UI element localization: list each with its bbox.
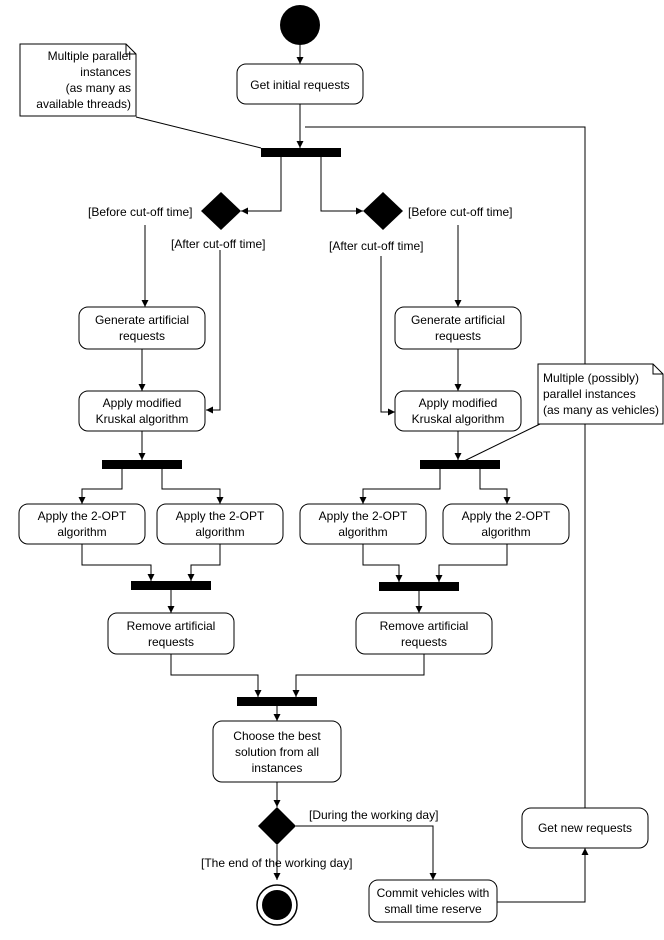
activity-label-line-2: algorithm bbox=[481, 525, 530, 539]
activity-label-line-1: Choose the best bbox=[233, 729, 321, 743]
edge-right-remove-to-final-join bbox=[292, 654, 425, 697]
decision-diamond-right bbox=[363, 192, 403, 230]
activity-twoopt-left-2: Apply the 2-OPT algorithm bbox=[156, 503, 284, 545]
activity-label-line-2: small time reserve bbox=[384, 902, 482, 916]
activity-kruskal-left: Apply modified Kruskal algorithm bbox=[78, 390, 206, 432]
activity-kruskal-right: Apply modified Kruskal algorithm bbox=[394, 390, 522, 432]
guard-during-working-day: [During the working day] bbox=[309, 808, 438, 822]
activity-generate-artificial-right: Generate artificial requests bbox=[394, 306, 522, 350]
activity-label-line-3: instances bbox=[252, 761, 303, 775]
activity-generate-artificial-left: Generate artificial requests bbox=[78, 306, 206, 350]
note-line-1: Multiple parallel bbox=[48, 49, 131, 63]
edge-commit-to-get-new bbox=[497, 848, 589, 903]
join-bar-final bbox=[237, 697, 317, 706]
activity-label-line-2: algorithm bbox=[195, 525, 244, 539]
join-bar-right bbox=[379, 582, 459, 591]
note-vehicles: Multiple (possibly) parallel instances (… bbox=[459, 363, 664, 464]
edge-twoopt-rl-to-join bbox=[362, 544, 403, 582]
edge-fork-to-twoopt-lr bbox=[161, 469, 224, 504]
guard-before-right: [Before cut-off time] bbox=[408, 205, 513, 219]
initial-node bbox=[280, 5, 320, 45]
activity-label-line-1: Commit vehicles with bbox=[377, 886, 490, 900]
note-line-2: instances bbox=[80, 65, 131, 79]
activity-label-line-1: Apply the 2-OPT bbox=[38, 509, 127, 523]
activity-remove-artificial-right: Remove artificial requests bbox=[355, 612, 493, 655]
activity-label-line-2: Kruskal algorithm bbox=[96, 412, 189, 426]
decision-diamond-working-day bbox=[258, 807, 296, 845]
activity-label-line-2: algorithm bbox=[57, 525, 106, 539]
activity-get-new-requests: Get new requests bbox=[521, 807, 649, 849]
edge-fork-to-right-decision bbox=[320, 157, 363, 215]
activity-label-line-1: Remove artificial bbox=[127, 619, 216, 633]
activity-label-line-2: solution from all bbox=[235, 745, 319, 759]
note-line-3: (as many as vehicles) bbox=[543, 403, 659, 417]
activity-label-line-2: algorithm bbox=[338, 525, 387, 539]
activity-twoopt-right-1: Apply the 2-OPT algorithm bbox=[299, 503, 427, 545]
activity-label-line-1: Generate artificial bbox=[411, 313, 505, 327]
edge-fork-to-twoopt-ll bbox=[78, 469, 123, 504]
fork-bar-main bbox=[261, 148, 341, 157]
edge-fork-to-twoopt-rl bbox=[359, 469, 441, 504]
activity-label-line-2: requests bbox=[401, 635, 447, 649]
activity-label: Get new requests bbox=[538, 821, 632, 835]
guard-end-working-day: [The end of the working day] bbox=[201, 856, 352, 870]
note-line-1: Multiple (possibly) bbox=[543, 371, 639, 385]
activity-commit-vehicles: Commit vehicles with small time reserve bbox=[368, 879, 498, 923]
activity-label-line-1: Generate artificial bbox=[95, 313, 189, 327]
activity-twoopt-left-1: Apply the 2-OPT algorithm bbox=[18, 503, 146, 545]
activity-label-line-1: Remove artificial bbox=[380, 619, 469, 633]
fork-bar-left bbox=[102, 460, 182, 469]
activity-remove-artificial-left: Remove artificial requests bbox=[107, 612, 235, 655]
activity-label-line-1: Apply the 2-OPT bbox=[176, 509, 265, 523]
guard-before-left: [Before cut-off time] bbox=[88, 205, 193, 219]
activity-label-line-1: Apply the 2-OPT bbox=[462, 509, 551, 523]
note-line-3: (as many as bbox=[66, 81, 131, 95]
edge-twoopt-rr-to-join bbox=[435, 544, 508, 582]
activity-get-initial-requests: Get initial requests bbox=[236, 63, 364, 105]
activity-label-line-2: requests bbox=[119, 329, 165, 343]
activity-label-line-1: Apply modified bbox=[103, 396, 182, 410]
activity-label-line-2: Kruskal algorithm bbox=[412, 412, 505, 426]
activity-label-line-1: Apply modified bbox=[419, 396, 498, 410]
edge-fork-to-twoopt-rr bbox=[479, 469, 511, 504]
note-line-2: parallel instances bbox=[543, 387, 636, 401]
edge-twoopt-ll-to-join bbox=[81, 544, 155, 581]
activity-label: Get initial requests bbox=[250, 78, 349, 92]
note-line-4: available threads) bbox=[36, 97, 131, 111]
fork-bar-right bbox=[420, 460, 500, 469]
decision-diamond-left bbox=[201, 192, 241, 230]
note-threads: Multiple parallel instances (as many as … bbox=[19, 43, 262, 149]
edge-left-remove-to-final-join bbox=[170, 654, 262, 697]
guard-after-left: [After cut-off time] bbox=[171, 237, 265, 251]
activity-twoopt-right-2: Apply the 2-OPT algorithm bbox=[442, 503, 570, 545]
guard-after-right: [After cut-off time] bbox=[329, 239, 423, 253]
final-node bbox=[256, 884, 298, 926]
edge-loop-back-line bbox=[305, 126, 586, 808]
edges bbox=[78, 45, 589, 903]
join-bar-left bbox=[131, 581, 211, 590]
activity-label-line-2: requests bbox=[435, 329, 481, 343]
activity-choose-best-solution: Choose the best solution from all instan… bbox=[212, 720, 342, 783]
edge-decision-to-commit bbox=[296, 825, 437, 880]
edge-fork-to-left-decision bbox=[241, 157, 282, 215]
edge-right-after-to-kruskal bbox=[380, 256, 395, 416]
activity-label-line-2: requests bbox=[148, 635, 194, 649]
edge-twoopt-lr-to-join bbox=[187, 544, 221, 581]
edge-left-after-to-kruskal bbox=[206, 250, 221, 414]
guard-labels: [Before cut-off time] [After cut-off tim… bbox=[88, 205, 513, 870]
activity-label-line-1: Apply the 2-OPT bbox=[319, 509, 408, 523]
